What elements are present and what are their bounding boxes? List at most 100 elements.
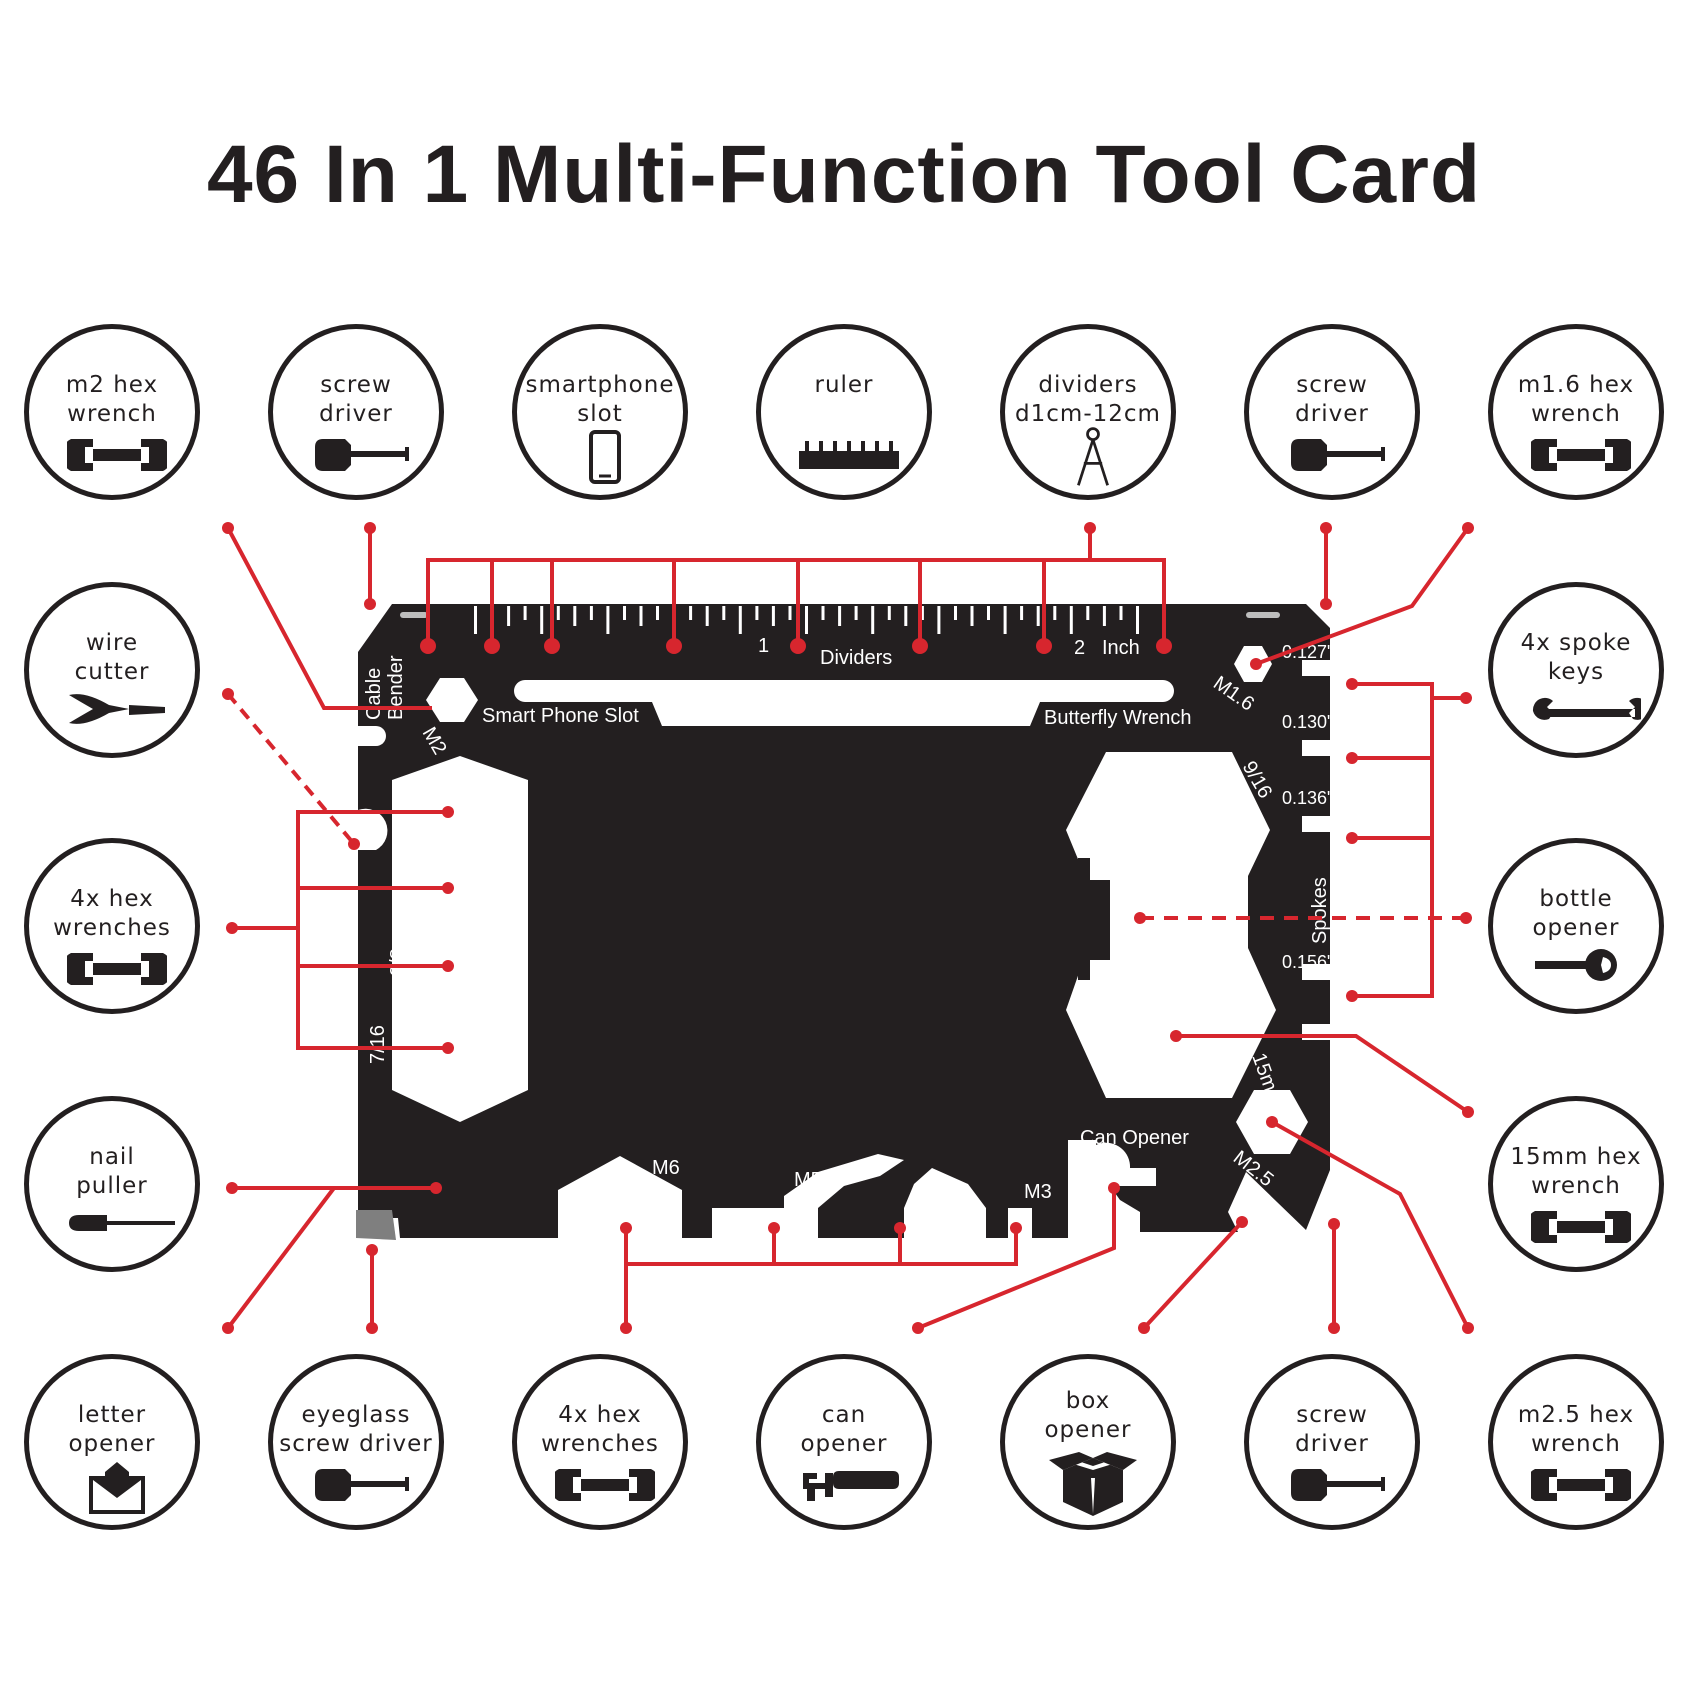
card-top-right-notches bbox=[1302, 660, 1330, 1040]
ruler-tick bbox=[805, 606, 808, 634]
card-label-m3: M3 bbox=[1024, 1181, 1052, 1203]
ruler-tick bbox=[589, 606, 593, 620]
card-label-m6: M6 bbox=[652, 1157, 680, 1179]
card-label-spoke-127: 0.127" bbox=[1282, 642, 1333, 662]
dot bbox=[1462, 1106, 1474, 1118]
dot bbox=[364, 598, 376, 610]
callout-line1: m1.6 hex bbox=[1517, 372, 1635, 398]
ruler-tick bbox=[854, 606, 858, 620]
callout-line1: m2.5 hex bbox=[1517, 1402, 1635, 1428]
callout-dots bbox=[222, 522, 1474, 1334]
ruler-tick bbox=[920, 606, 924, 620]
card-label-can-opener: Can Opener bbox=[1080, 1127, 1189, 1149]
wrench-icon bbox=[1531, 1211, 1631, 1243]
dot bbox=[222, 1322, 234, 1334]
card-label-spokes: Spokes bbox=[1309, 877, 1331, 944]
card-label-7-16: 7/16 bbox=[367, 1025, 389, 1064]
dot bbox=[442, 1042, 454, 1054]
ruler-tick bbox=[1119, 606, 1123, 620]
can-opener-line bbox=[917, 1188, 1116, 1330]
dot bbox=[1084, 522, 1096, 534]
card-label-butterfly-wrench: Butterfly Wrench bbox=[1044, 707, 1191, 729]
callout-line2: wrenches bbox=[53, 915, 171, 941]
smartphone-slot-cutout bbox=[514, 680, 1174, 702]
ruler-tick bbox=[821, 606, 825, 620]
callout-eyeglass-screw-driver: eyeglass screw driver bbox=[268, 1354, 444, 1530]
callout-line1: screw bbox=[320, 372, 392, 398]
ruler-tick bbox=[705, 606, 709, 626]
wrench-icon bbox=[67, 953, 167, 985]
screwdriver-icon bbox=[315, 1469, 409, 1501]
wrench-icon bbox=[1531, 1469, 1631, 1501]
callout-m25-hex-wrench: m2.5 hex wrench bbox=[1488, 1354, 1664, 1530]
ruler-tick bbox=[871, 606, 875, 634]
card-label-cable: Cable bbox=[363, 668, 385, 720]
callout-line1: 4x hex bbox=[558, 1402, 642, 1428]
ruler-tick bbox=[771, 606, 775, 626]
ruler-tick bbox=[474, 606, 477, 634]
dot bbox=[226, 922, 238, 934]
card-label-inch-2: 2 bbox=[1074, 637, 1085, 659]
dot bbox=[1460, 692, 1472, 704]
dot bbox=[1250, 658, 1262, 670]
dot bbox=[790, 638, 806, 654]
callout-line2: opener bbox=[800, 1431, 888, 1457]
dot bbox=[1328, 1322, 1340, 1334]
ruler-tick bbox=[623, 606, 626, 620]
ruler-tick bbox=[954, 606, 957, 620]
ruler-tick bbox=[1069, 606, 1073, 634]
m16-line bbox=[1255, 526, 1470, 666]
callout-line2: opener bbox=[1044, 1417, 1132, 1443]
card-label-dividers: Dividers bbox=[820, 647, 892, 669]
dot bbox=[1346, 832, 1358, 844]
callout-hex-wrenches-bottom: 4x hex wrenches bbox=[512, 1354, 688, 1530]
dot bbox=[222, 688, 234, 700]
callout-line1: bottle bbox=[1539, 886, 1613, 912]
callout-line2: wrenches bbox=[541, 1431, 659, 1457]
dot bbox=[442, 882, 454, 894]
dot bbox=[1266, 1116, 1278, 1128]
dot bbox=[1170, 1030, 1182, 1042]
callout-line2: screw driver bbox=[279, 1431, 433, 1457]
wrench-icon bbox=[1531, 439, 1631, 471]
nail-puller-icon bbox=[69, 1215, 175, 1231]
dot bbox=[1328, 1218, 1340, 1230]
dot bbox=[620, 1322, 632, 1334]
callout-line1: letter bbox=[77, 1402, 147, 1428]
dot bbox=[1462, 1322, 1474, 1334]
dot bbox=[544, 638, 560, 654]
m2-line bbox=[226, 527, 432, 710]
can-opener-cutout bbox=[1082, 1142, 1156, 1210]
card-hex-hole-left bbox=[392, 756, 528, 1122]
dot bbox=[1236, 1216, 1248, 1228]
callout-line1: can bbox=[821, 1402, 867, 1428]
ruler-tick bbox=[937, 606, 941, 634]
dot bbox=[1108, 1182, 1120, 1194]
ruler-tick bbox=[1102, 606, 1106, 626]
dot bbox=[226, 1182, 238, 1194]
callout-line1: eyeglass bbox=[301, 1402, 411, 1428]
dot bbox=[1134, 912, 1146, 924]
dot bbox=[1320, 522, 1332, 534]
dot bbox=[484, 638, 500, 654]
callout-line2: wrench bbox=[1531, 1173, 1621, 1199]
callout-line2: wrench bbox=[1531, 1431, 1621, 1457]
dot bbox=[912, 638, 928, 654]
ruler-tick bbox=[887, 606, 891, 620]
callout-line1: dividers bbox=[1038, 372, 1138, 398]
ruler-tick bbox=[738, 606, 742, 634]
dot bbox=[1346, 752, 1358, 764]
dot bbox=[442, 806, 454, 818]
callout-line2: driver bbox=[319, 401, 393, 427]
ruler-tick bbox=[1086, 606, 1090, 620]
